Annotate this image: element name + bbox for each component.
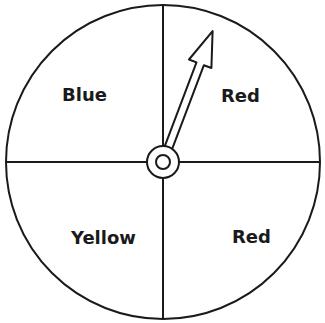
section-label: Yellow (71, 228, 136, 248)
spinner-pin (156, 155, 170, 169)
section-outline (6, 5, 163, 162)
spinner-section: Red (163, 5, 320, 162)
spinner-section: Yellow (6, 162, 163, 319)
spinner-arrow (165, 31, 213, 149)
section-label: Red (221, 86, 260, 106)
spinner-hub (147, 146, 179, 178)
section-label: Blue (62, 85, 107, 105)
spinner-section: Red (163, 162, 320, 319)
spinner-section: Blue (6, 5, 163, 162)
section-label: Red (232, 227, 271, 247)
section-outline (163, 5, 320, 162)
